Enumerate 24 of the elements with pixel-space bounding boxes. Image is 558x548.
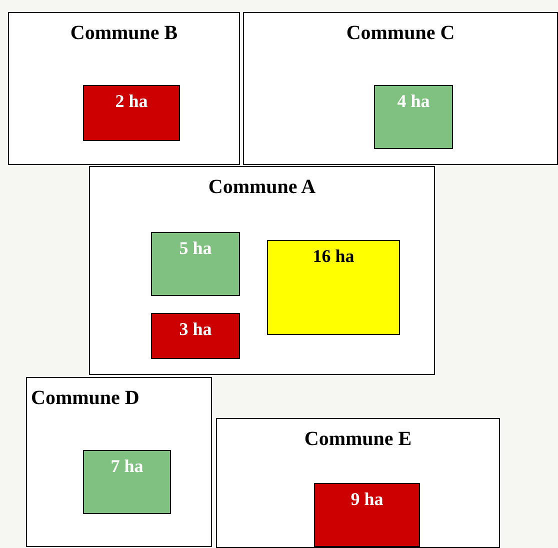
area-label: 7 ha: [110, 455, 144, 478]
commune-box: [243, 12, 558, 165]
commune-box: [89, 166, 435, 375]
commune-box: [8, 12, 240, 165]
area-label: 4 ha: [396, 90, 431, 112]
commune-title: Commune E: [303, 427, 413, 452]
commune-title: Commune A: [207, 175, 317, 200]
area-label: 9 ha: [350, 488, 384, 510]
area-label: 16 ha: [312, 245, 356, 268]
commune-box: [26, 377, 212, 547]
commune-title: Commune B: [69, 21, 179, 46]
area-box: [267, 240, 400, 335]
commune-box: [216, 418, 500, 548]
area-box: [83, 85, 180, 141]
area-label: 2 ha: [114, 90, 149, 112]
area-box: [374, 85, 453, 149]
area-label: 5 ha: [178, 237, 213, 260]
area-box: [151, 232, 240, 296]
area-box: [151, 313, 240, 359]
area-label: 3 ha: [178, 318, 213, 340]
commune-title: Commune C: [345, 21, 456, 46]
commune-title: Commune D: [31, 386, 140, 411]
area-box: [83, 450, 171, 514]
area-box: [314, 483, 420, 547]
